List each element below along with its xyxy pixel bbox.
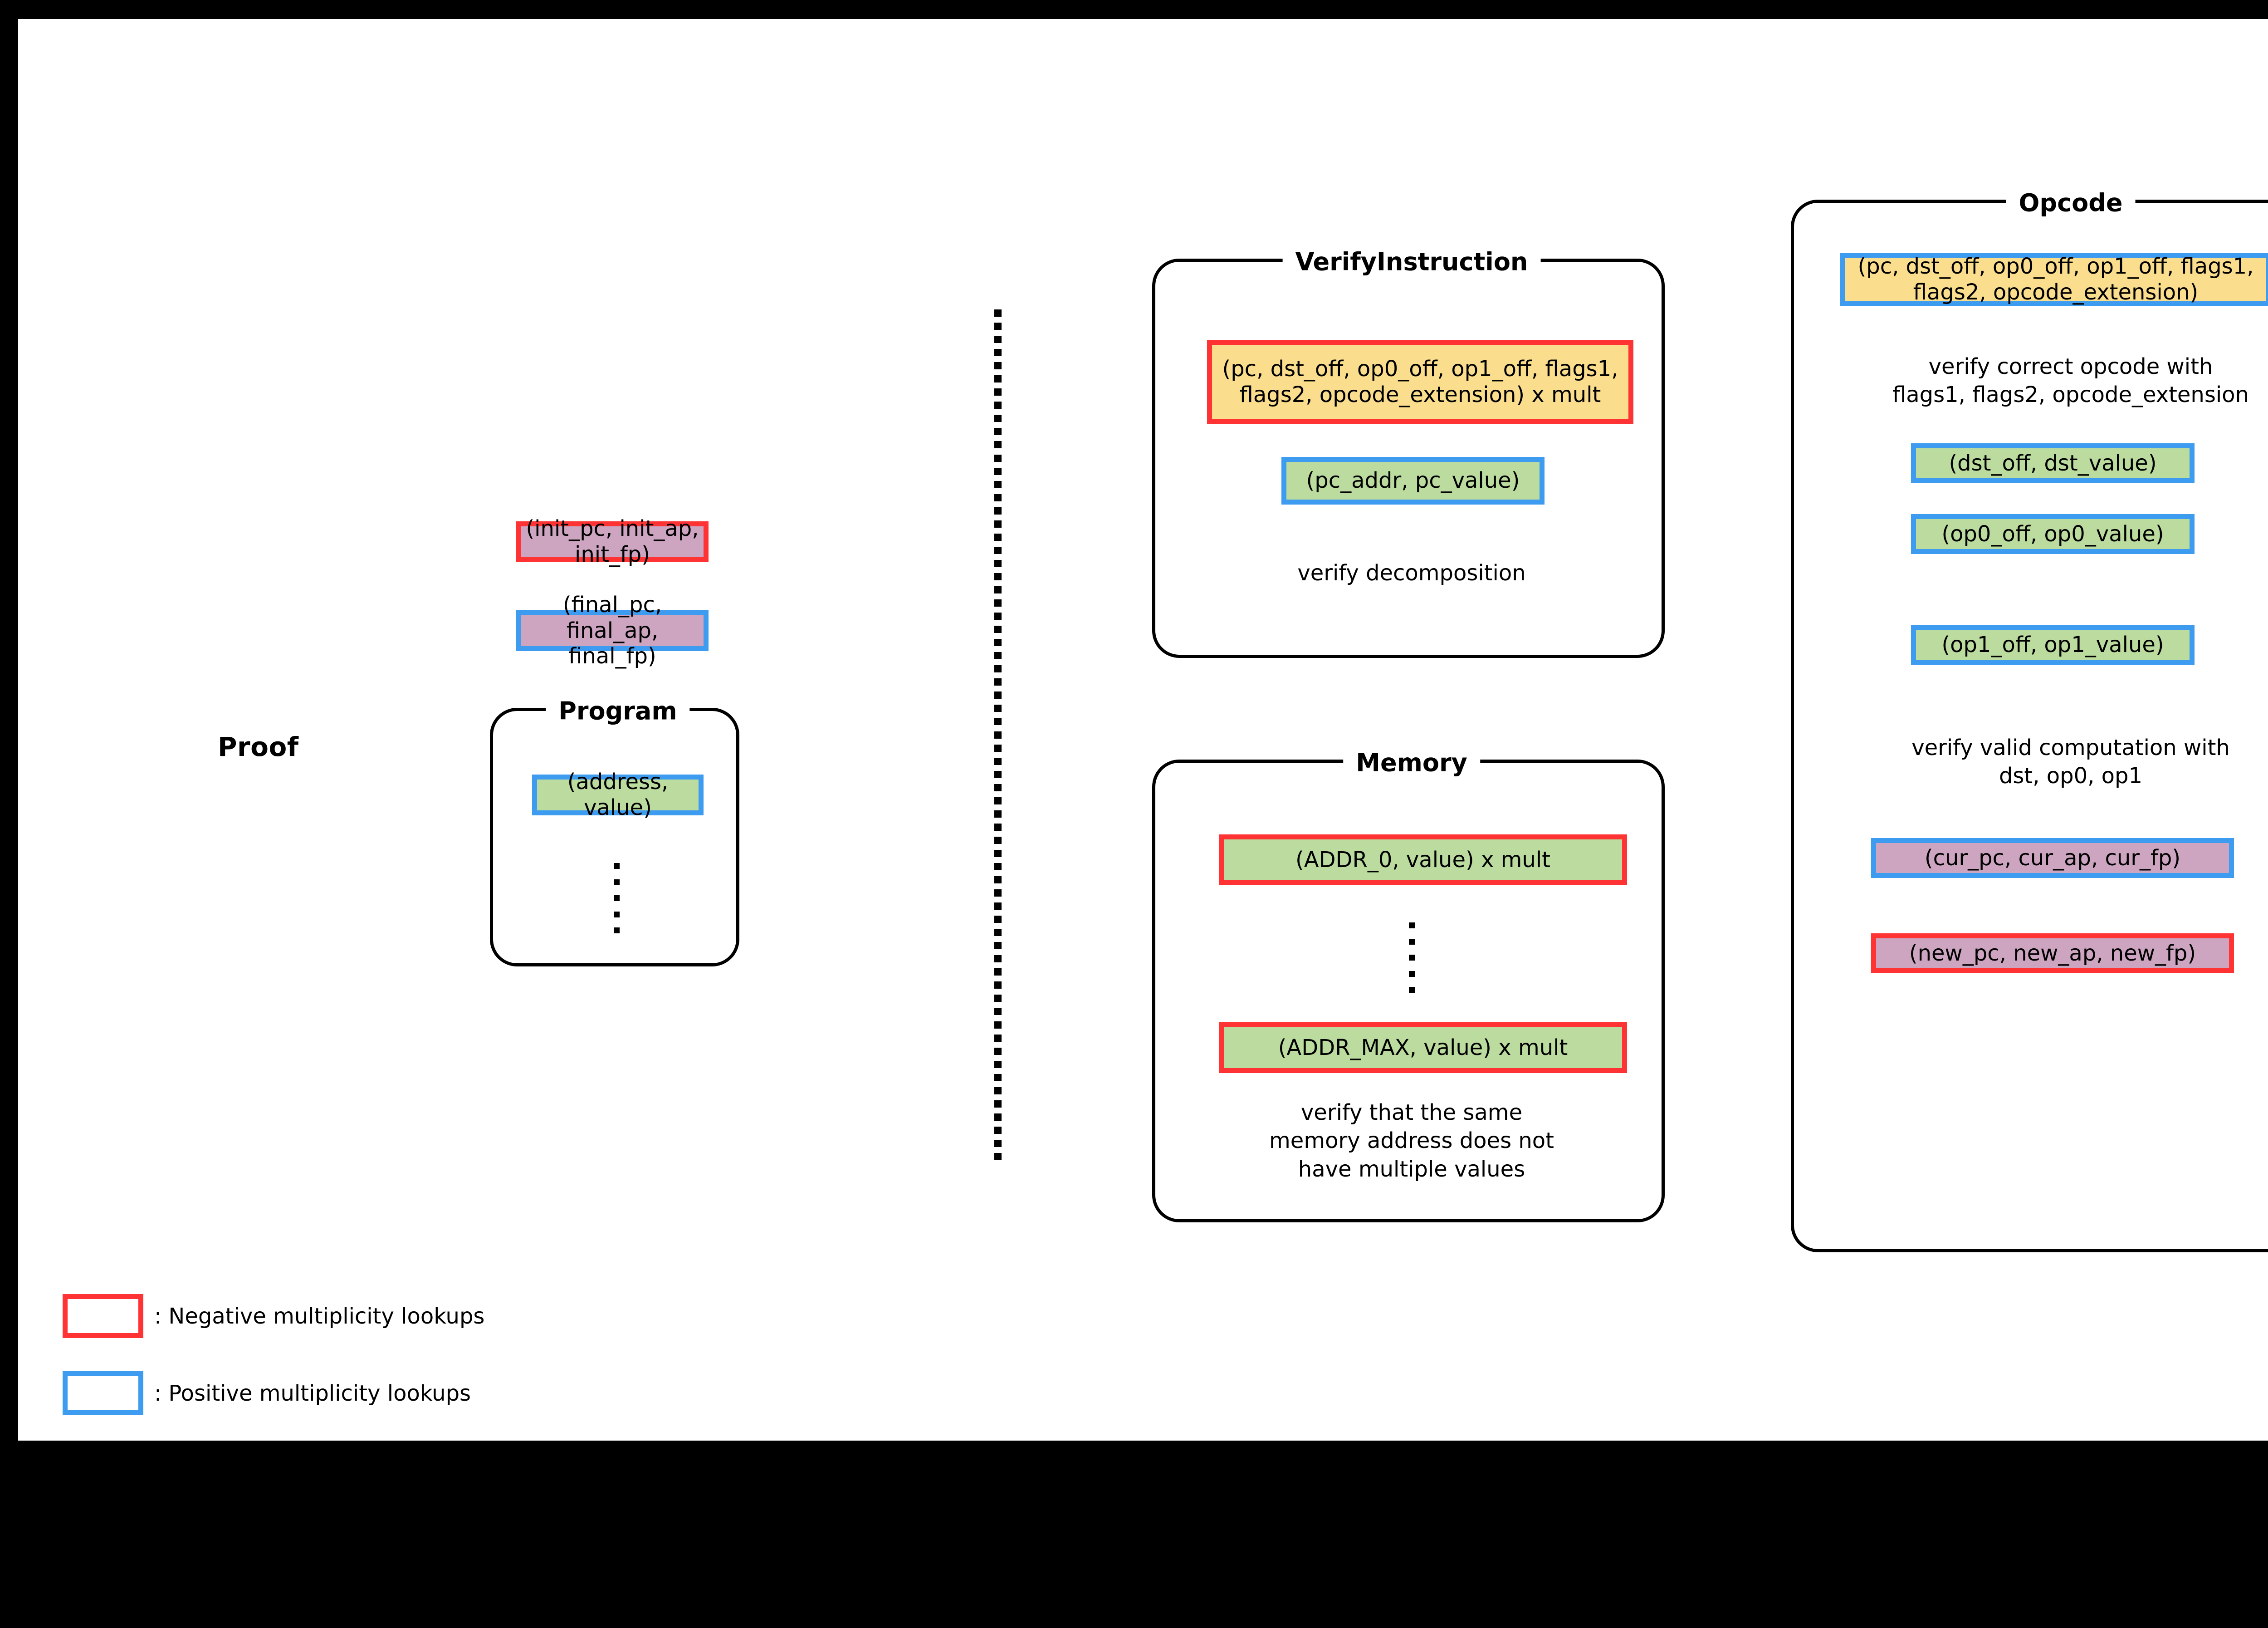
legend-positive-swatch (63, 1371, 143, 1415)
new-state-pill: (new_pc, new_ap, new_fp) (1871, 933, 2234, 973)
memory-caption: verify that the same memory address does… (1269, 1100, 1554, 1182)
memory-ellipsis-dots (1409, 922, 1415, 993)
legend-positive-label: : Positive multiplicity lookups (154, 1380, 471, 1406)
verify-instruction-tuple-pill: (pc, dst_off, op0_off, op1_off, flags1, … (1207, 340, 1633, 424)
legend-negative-label: : Negative multiplicity lookups (154, 1303, 485, 1329)
opcode-group-title: Opcode (2006, 188, 2136, 217)
program-group-title: Program (546, 696, 690, 726)
legend-positive-row: : Positive multiplicity lookups (63, 1371, 471, 1415)
verify-instruction-group-title: VerifyInstruction (1282, 247, 1541, 276)
opcode-instruction-tuple-pill: (pc, dst_off, op0_off, op1_off, flags1, … (1840, 253, 2268, 306)
dst-lookup-pill: (dst_off, dst_value) (1911, 443, 2195, 483)
program-group: Program (address, value) (490, 696, 739, 966)
legend-negative-row: : Negative multiplicity lookups (63, 1294, 484, 1338)
cur-state-pill: (cur_pc, cur_ap, cur_fp) (1871, 838, 2234, 878)
op0-lookup-pill: (op0_off, op0_value) (1911, 514, 2195, 554)
verify-instruction-group: VerifyInstruction (pc, dst_off, op0_off,… (1152, 247, 1665, 658)
memory-first-entry-pill: (ADDR_0, value) x mult (1219, 834, 1627, 885)
final-state-pill: (final_pc, final_ap, final_fp) (516, 592, 709, 669)
pc-lookup-pill: (pc_addr, pc_value) (1281, 457, 1545, 505)
verify-instruction-caption: verify decomposition (1297, 560, 1526, 586)
init-state-pill: (init_pc, init_ap, init_fp) (516, 516, 709, 567)
opcode-group: Opcode (pc, dst_off, op0_off, op1_off, f… (1791, 188, 2268, 1252)
opcode-caption-2: verify valid computation with dst, op0, … (1911, 735, 2230, 789)
vertical-dotted-divider (994, 309, 1002, 1160)
legend-negative-swatch (63, 1294, 143, 1338)
opcode-caption-1: verify correct opcode with flags1, flags… (1892, 354, 2249, 408)
proof-section-label: Proof (218, 731, 299, 762)
program-ellipsis-dots (614, 863, 620, 933)
diagram-sheet: Proof (init_pc, init_ap, init_fp) (final… (18, 19, 2268, 1441)
program-entry-pill: (address, value) (532, 769, 704, 820)
memory-last-entry-pill: (ADDR_MAX, value) x mult (1219, 1022, 1627, 1073)
memory-group-title: Memory (1343, 748, 1480, 777)
op1-lookup-pill: (op1_off, op1_value) (1911, 625, 2195, 665)
memory-group: Memory (ADDR_0, value) x mult (ADDR_MAX,… (1152, 748, 1665, 1222)
